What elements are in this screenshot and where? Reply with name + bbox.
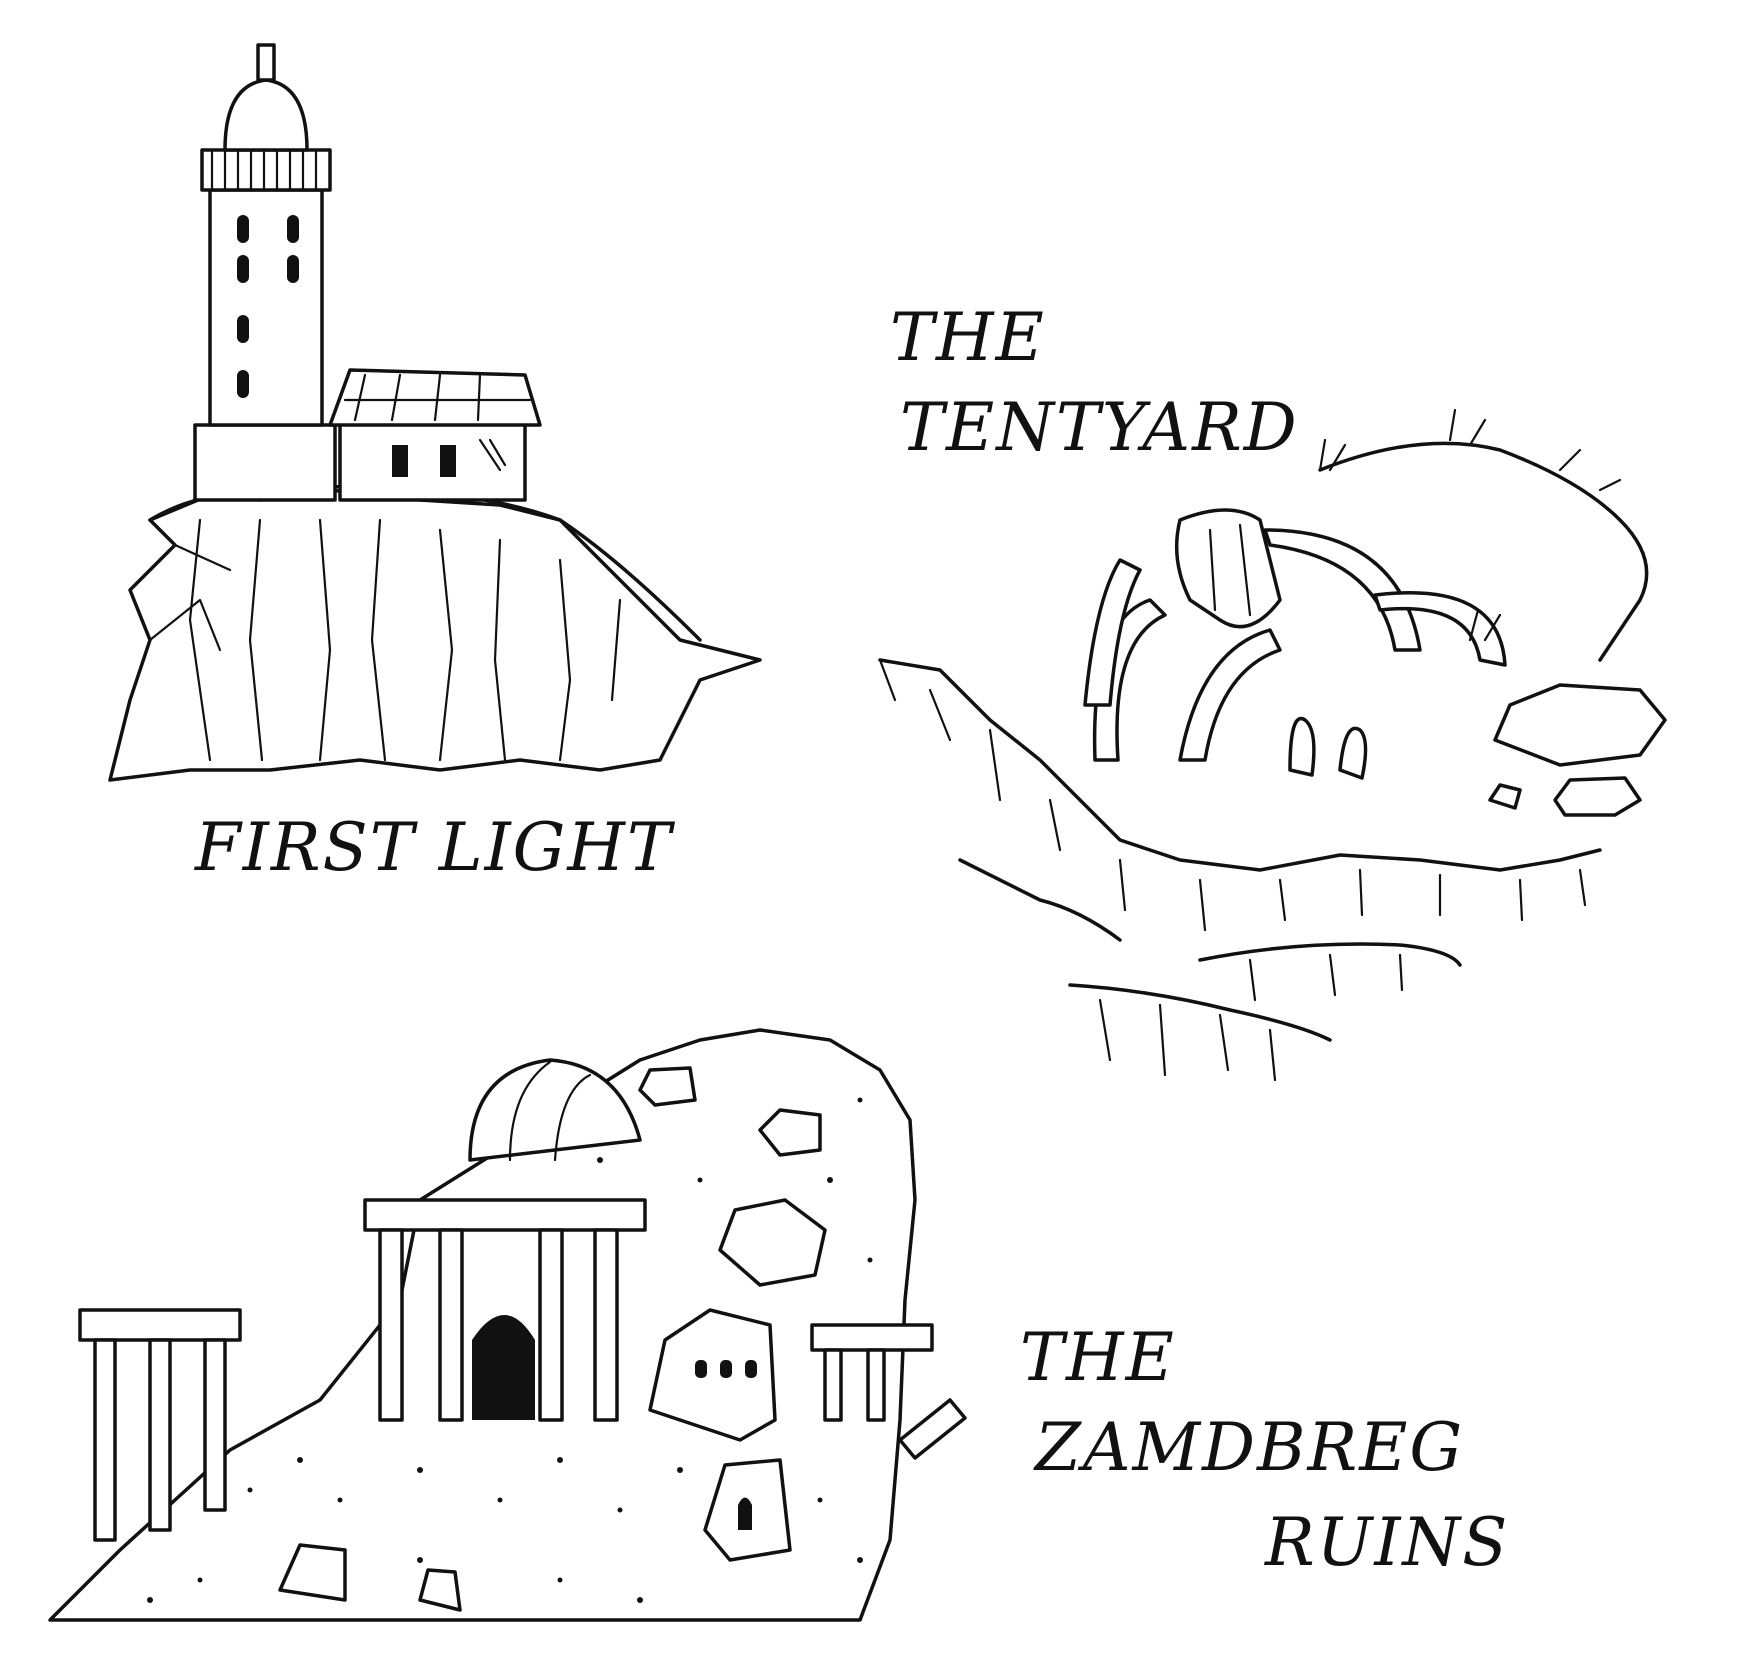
zamdbreg-label-line-2: ZAMDBREG	[1033, 1409, 1464, 1486]
zamdbreg-label-line-1: THE	[1020, 1319, 1176, 1396]
lighthouse-illustration	[108, 43, 762, 782]
tentyard-illustration	[878, 408, 1667, 1082]
zamdbreg-label-line-3: RUINS	[1264, 1504, 1509, 1581]
tentyard-label-line-2: TENTYARD	[900, 389, 1299, 466]
ruins-illustration	[48, 1028, 967, 1622]
tentyard-label-line-1: THE	[890, 299, 1046, 376]
first-light-label: FIRST LIGHT	[194, 809, 676, 886]
rubble-stipple	[147, 1097, 873, 1603]
